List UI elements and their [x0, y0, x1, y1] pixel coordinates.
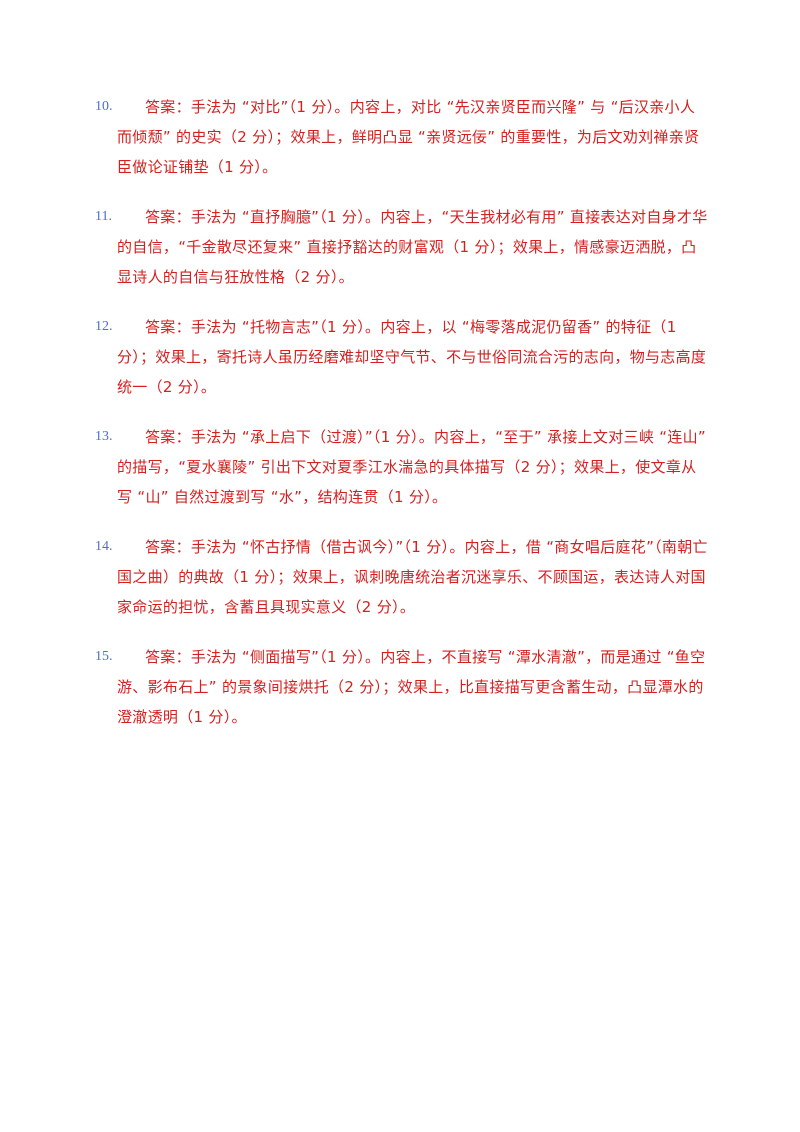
answer-text: 答案：手法为 “承上启下（过渡）”（1 分）。内容上，“至于” 承接上文对三峡 …	[117, 428, 706, 506]
answer-number: 11.	[95, 209, 112, 224]
answer-text: 答案：手法为 “直抒胸臆”（1 分）。内容上，“天生我材必有用” 直接表达对自身…	[117, 208, 708, 286]
answer-number: 15.	[95, 649, 113, 664]
answer-text: 答案：手法为 “托物言志”（1 分）。内容上，以 “梅零落成泥仍留香” 的特征（…	[117, 318, 707, 396]
answer-item: 14. 答案：手法为 “怀古抒情（借古讽今）”（1 分）。内容上，借 “商女唱后…	[95, 532, 710, 622]
answer-text: 答案：手法为 “对比”（1 分）。内容上，对比 “先汉亲贤臣而兴隆” 与 “后汉…	[117, 98, 700, 176]
answer-item: 12. 答案：手法为 “托物言志”（1 分）。内容上，以 “梅零落成泥仍留香” …	[95, 312, 710, 402]
answer-number: 12.	[95, 319, 113, 334]
answer-number: 14.	[95, 539, 113, 554]
answer-list: 10. 答案：手法为 “对比”（1 分）。内容上，对比 “先汉亲贤臣而兴隆” 与…	[95, 92, 710, 752]
answer-item: 15. 答案：手法为 “侧面描写”（1 分）。内容上，不直接写 “潭水清澈”，而…	[95, 642, 710, 732]
answer-number: 10.	[95, 99, 113, 114]
answer-number: 13.	[95, 429, 113, 444]
answer-text: 答案：手法为 “怀古抒情（借古讽今）”（1 分）。内容上，借 “商女唱后庭花”（…	[117, 538, 708, 616]
answer-text: 答案：手法为 “侧面描写”（1 分）。内容上，不直接写 “潭水清澈”，而是通过 …	[117, 648, 706, 726]
answer-item: 11. 答案：手法为 “直抒胸臆”（1 分）。内容上，“天生我材必有用” 直接表…	[95, 202, 710, 292]
answer-item: 13. 答案：手法为 “承上启下（过渡）”（1 分）。内容上，“至于” 承接上文…	[95, 422, 710, 512]
answer-item: 10. 答案：手法为 “对比”（1 分）。内容上，对比 “先汉亲贤臣而兴隆” 与…	[95, 92, 710, 182]
